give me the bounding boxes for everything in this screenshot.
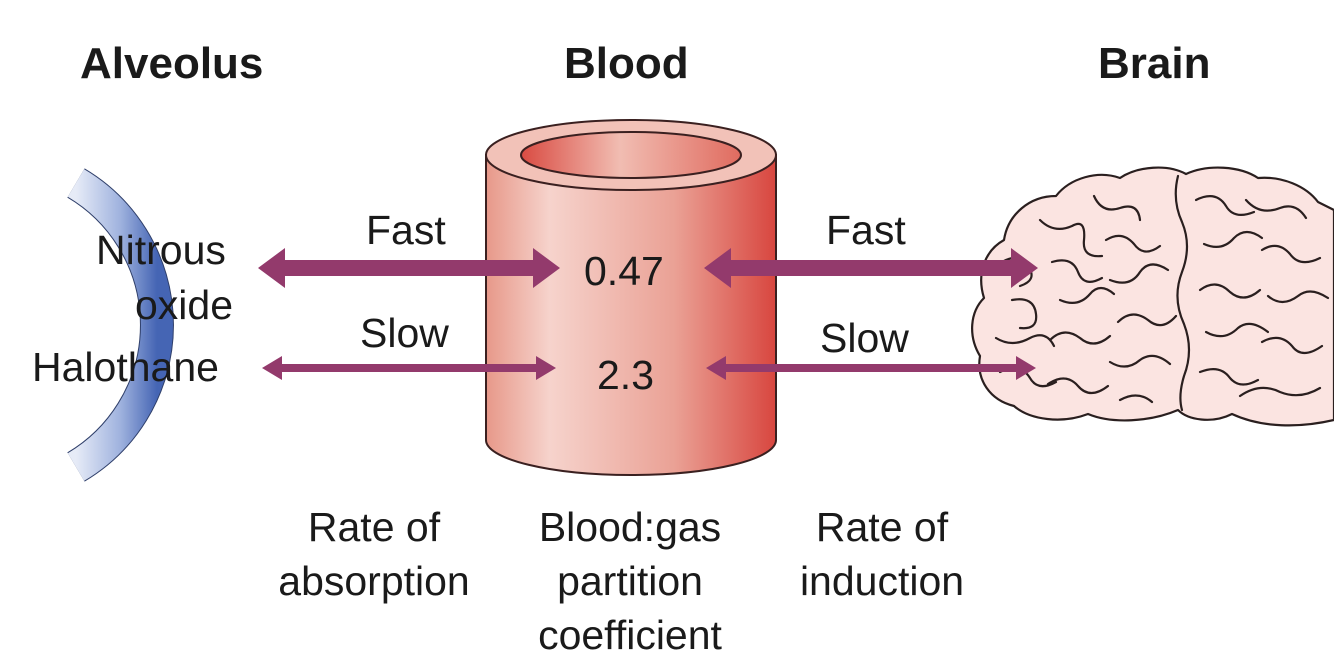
coefficient-halothane: 2.3	[597, 352, 654, 398]
absorption-slow-label: Slow	[360, 310, 449, 356]
absorption-fast-label: Fast	[366, 207, 446, 253]
induction-slow-label: Slow	[820, 315, 909, 361]
induction-fast-label: Fast	[826, 207, 906, 253]
arrow-induction-slow	[706, 356, 1036, 380]
caption-rate-of-absorption: Rate of absorption	[278, 504, 470, 604]
heading-brain: Brain	[1098, 39, 1211, 88]
arrow-absorption-fast	[258, 248, 560, 288]
brain-illustration	[971, 166, 1334, 427]
caption-rate-of-induction: Rate of induction	[799, 504, 965, 604]
alveolus-shape	[67, 168, 174, 482]
gas-label-nitrous: Nitrous	[96, 227, 226, 273]
caption-partition-coefficient: Blood:gas partition coefficient	[538, 504, 722, 658]
arrow-induction-fast	[704, 248, 1038, 288]
blood-vessel-cylinder	[485, 119, 777, 476]
heading-blood: Blood	[564, 39, 689, 88]
arrow-absorption-slow	[262, 356, 556, 380]
heading-alveolus: Alveolus	[80, 39, 264, 88]
gas-label-halothane: Halothane	[32, 344, 219, 390]
coefficient-nitrous-oxide: 0.47	[584, 248, 664, 294]
gas-label-oxide: oxide	[135, 282, 234, 328]
